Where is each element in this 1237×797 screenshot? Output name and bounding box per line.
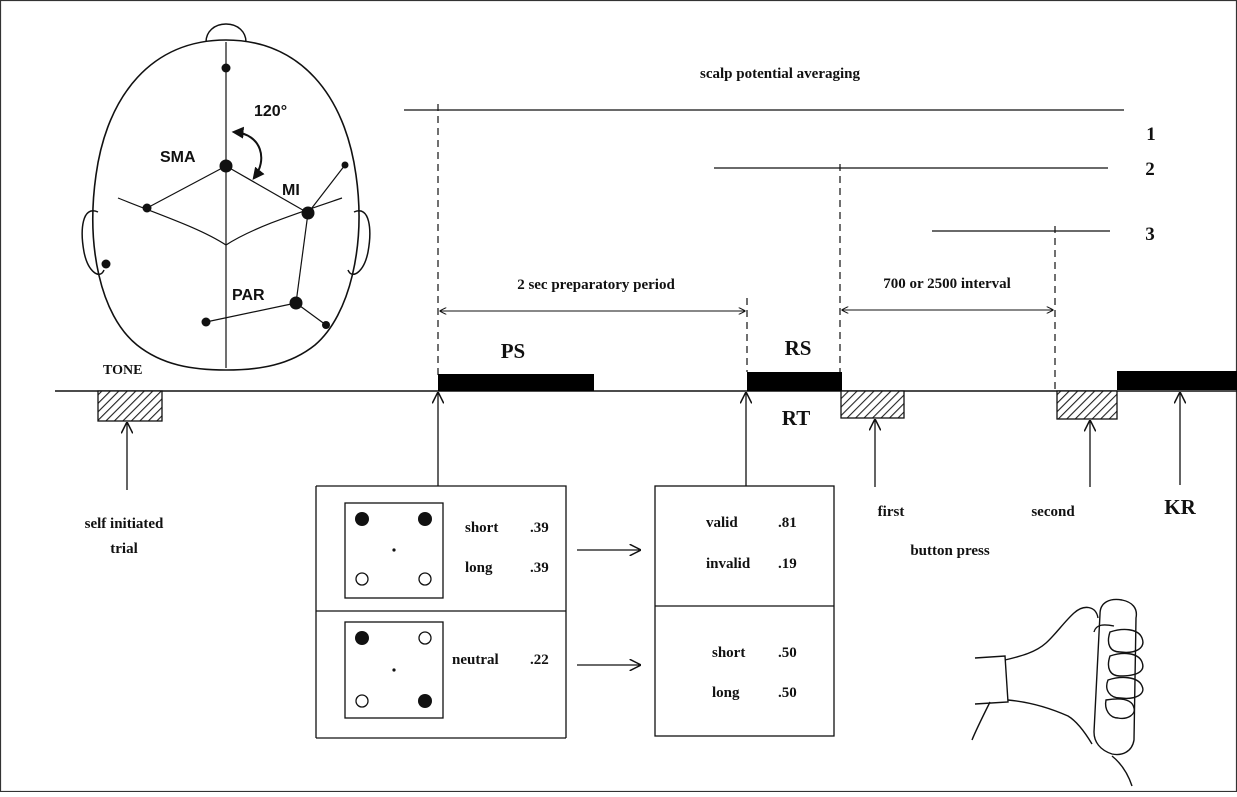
trial-label: trial xyxy=(110,541,138,557)
electrode-par xyxy=(290,297,303,310)
cue-long-label: long xyxy=(465,560,493,576)
cue-short-label: short xyxy=(465,520,498,536)
cue-short-value: .39 xyxy=(530,520,549,536)
self-initiated-label: self initiated xyxy=(85,516,164,532)
electrode-sma xyxy=(220,160,233,173)
kr-label: KR xyxy=(1164,495,1196,519)
electrode-par-left xyxy=(202,318,211,327)
tone-label: TONE xyxy=(103,363,142,378)
electrode-mi xyxy=(302,207,315,220)
outcome-short-value: .50 xyxy=(778,645,797,661)
electrode-right-posterior xyxy=(322,321,330,329)
rs-stimulus-bar xyxy=(747,372,842,391)
second-press-block xyxy=(1057,391,1117,419)
outcome-invalid-value: .19 xyxy=(778,556,797,572)
cue-neutral-label: neutral xyxy=(452,652,499,668)
first-press-block xyxy=(841,391,904,418)
rs-label: RS xyxy=(785,336,812,360)
epoch-number-3: 3 xyxy=(1145,224,1155,245)
outcome-long-label: long xyxy=(712,685,740,701)
electrode-right-lateral xyxy=(342,162,349,169)
response-interval-label: 700 or 2500 interval xyxy=(883,276,1011,292)
rt-label: RT xyxy=(782,406,810,430)
outcome-invalid-label: invalid xyxy=(706,556,751,572)
averaging-title: scalp potential averaging xyxy=(700,66,860,82)
tone-stimulus xyxy=(98,391,162,421)
second-press-label: second xyxy=(1031,504,1075,520)
ps-label: PS xyxy=(501,339,526,363)
label-mi: MI xyxy=(282,182,300,199)
electrode-frontal xyxy=(222,64,231,73)
outcome-short-label: short xyxy=(712,645,745,661)
head-top-view-icon: SMA 120° MI PAR xyxy=(82,24,370,370)
neutral-cue-display xyxy=(345,622,443,718)
informative-cue-display xyxy=(345,503,443,598)
cue-long-value: .39 xyxy=(530,560,549,576)
electrode-left xyxy=(143,204,152,213)
kr-stimulus-bar xyxy=(1117,371,1237,390)
cue-table: short .39 long .39 neutral .22 xyxy=(316,486,566,738)
hand-grip-icon xyxy=(972,600,1143,786)
label-sma: SMA xyxy=(160,149,196,166)
epoch-number-2: 2 xyxy=(1145,159,1155,180)
electrode-left-ear xyxy=(102,260,111,269)
cue-neutral-value: .22 xyxy=(530,652,549,668)
label-par: PAR xyxy=(232,287,265,304)
label-angle: 120° xyxy=(254,103,287,120)
button-press-label: button press xyxy=(910,543,989,559)
epoch-number-1: 1 xyxy=(1146,124,1156,145)
ps-stimulus-bar xyxy=(438,374,594,391)
preparatory-period-label: 2 sec preparatory period xyxy=(517,277,675,293)
first-press-label: first xyxy=(878,504,905,520)
outcome-valid-label: valid xyxy=(706,515,738,531)
outcome-long-value: .50 xyxy=(778,685,797,701)
outcome-valid-value: .81 xyxy=(778,515,797,531)
outcome-table: valid .81 invalid .19 short .50 long .50 xyxy=(655,486,834,736)
angle-arc-icon xyxy=(234,132,261,178)
